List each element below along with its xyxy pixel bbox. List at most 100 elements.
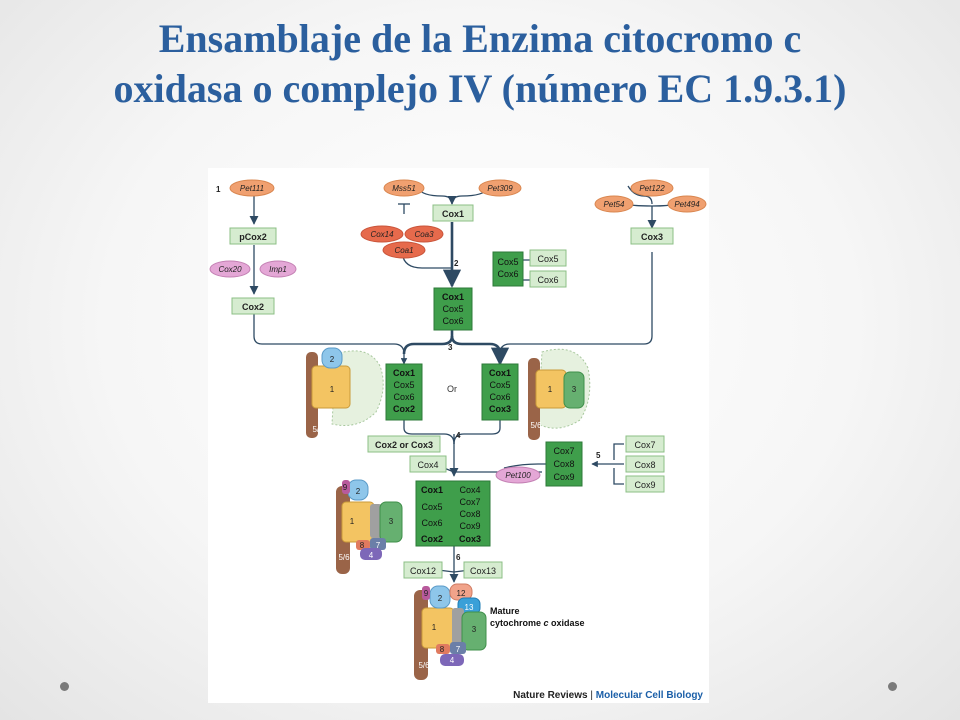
intermediate-cox3-illustration: 1 3 5/6 [528, 348, 591, 440]
int3-cox5: Cox5 [421, 502, 442, 512]
cox7-free-label: Cox7 [634, 440, 655, 450]
assembly-factors: Pet111 Mss51 Pet309 Pet122 Pet54 Pet494 … [209, 179, 707, 484]
int3-cox9: Cox9 [459, 521, 480, 531]
ill-c-u8: 8 [360, 541, 365, 550]
ill-d-u13: 13 [465, 603, 474, 612]
pet309-ellipse [478, 179, 522, 197]
int2a-cox2: Cox2 [393, 404, 415, 414]
cox3-intermediate-box [481, 363, 519, 421]
mature-c: c [544, 618, 549, 628]
mature-line-2: cytochrome c oxidase [490, 618, 585, 628]
ill-c-u9: 9 [343, 483, 348, 492]
mature-complex-illustration: 1 2 9 12 13 3 8 7 4 5/6 [414, 583, 487, 680]
cox13-box [463, 561, 503, 579]
coa3-label: Coa3 [414, 230, 434, 239]
mature-line-2a: cytochrome [490, 618, 544, 628]
int4-cox7: Cox7 [553, 446, 574, 456]
intermediate-boxes: Cox1 Cox5 Cox6 Cox5 Cox6 Cox1 Cox5 Cox6 … [385, 251, 583, 547]
pcox2-box [229, 227, 277, 245]
cox20-label: Cox20 [218, 265, 242, 274]
cox13-label: Cox13 [470, 566, 496, 576]
ill-d-u8: 8 [440, 645, 445, 654]
step-4: 4 [456, 431, 461, 440]
protein-illustrations: 1 2 5/6 1 3 5/6 1 2 9 3 8 [306, 347, 591, 680]
int3-cox8: Cox8 [459, 509, 480, 519]
ill-d-u2: 2 [438, 594, 443, 603]
cox6-free-label: Cox6 [537, 275, 558, 285]
mature-line-2b: oxidase [549, 618, 585, 628]
ill-d-u9: 9 [424, 589, 429, 598]
int2a-cox5: Cox5 [393, 380, 414, 390]
int3-cox3: Cox3 [459, 534, 481, 544]
int1-cox1: Cox1 [442, 292, 464, 302]
ill-c-u1: 1 [350, 517, 355, 526]
cox2-box [231, 297, 275, 315]
late-intermediate-illustration: 1 2 9 3 8 7 4 5/6 [336, 479, 403, 574]
ill-d-u3: 3 [472, 625, 477, 634]
pet111-ellipse [229, 179, 275, 197]
int2b-cox1: Cox1 [489, 368, 511, 378]
ill-a-u1: 1 [330, 385, 335, 394]
cox5-free-label: Cox5 [537, 254, 558, 264]
credit-separator: | [587, 690, 596, 701]
credit-journal: Nature Reviews [513, 690, 588, 701]
slide-title: Ensamblaje de la Enzima citocromo c oxid… [0, 14, 960, 114]
cox12-label: Cox12 [410, 566, 436, 576]
int3-cox4: Cox4 [459, 485, 480, 495]
int0-cox6: Cox6 [497, 269, 518, 279]
imp1-ellipse [259, 260, 297, 278]
cox8-free-box [625, 455, 665, 473]
assembly-diagram: 1 2 3 4 5 6 Pet111 Mss51 Pet309 Pet122 P… [208, 168, 709, 703]
int2a-cox1: Cox1 [393, 368, 415, 378]
pet54-ellipse [594, 195, 634, 213]
pet122-label: Pet122 [639, 184, 665, 193]
pet309-label: Pet309 [487, 184, 513, 193]
ill-b-u56: 5/6 [530, 421, 542, 430]
cox6-free-box [529, 270, 567, 288]
cox1-cox5-cox6-box [433, 287, 473, 331]
cox2-label: Cox2 [242, 302, 264, 312]
pet494-label: Pet494 [674, 200, 700, 209]
ill-a-u56: 5/6 [312, 425, 324, 434]
title-line-1: Ensamblaje de la Enzima citocromo c [158, 16, 802, 61]
int2b-cox5: Cox5 [489, 380, 510, 390]
int3-cox2: Cox2 [421, 534, 443, 544]
ill-d-u1: 1 [432, 623, 437, 632]
cox2-or-cox3-box [367, 435, 441, 453]
cox7-cox8-cox9-box [545, 441, 583, 487]
cox4-free-box [409, 455, 447, 473]
step-2: 2 [454, 259, 459, 268]
cox2-intermediate-box [385, 363, 423, 421]
step-6: 6 [456, 553, 461, 562]
int0-cox5: Cox5 [497, 257, 518, 267]
cox1-label: Cox1 [442, 209, 464, 219]
int2b-cox3: Cox3 [489, 404, 511, 414]
pet100-ellipse [495, 466, 541, 484]
int2a-cox6: Cox6 [393, 392, 414, 402]
cox20-ellipse [209, 260, 251, 278]
cox1-box [432, 204, 474, 222]
ill-d-u56: 5/6 [418, 661, 430, 670]
cox5-cox6-box [492, 251, 524, 287]
ill-c-u7: 7 [376, 541, 381, 550]
coa3-ellipse [404, 225, 444, 243]
mature-line-1: Mature [490, 606, 520, 616]
cox7-free-box [625, 435, 665, 453]
mss51-label: Mss51 [392, 184, 416, 193]
ill-d-u7: 7 [456, 645, 461, 654]
int2b-cox6: Cox6 [489, 392, 510, 402]
mature-label: Mature cytochrome c oxidase [490, 606, 585, 628]
cox9-free-label: Cox9 [634, 480, 655, 490]
cox3-box [630, 227, 674, 245]
or-label: Or [447, 384, 457, 394]
subunit-boxes: pCox2 Cox2 Cox1 Cox3 Cox5 Cox6 Cox2 or C… [229, 204, 674, 579]
coa1-ellipse [382, 241, 426, 259]
step-3: 3 [448, 343, 453, 352]
pet494-ellipse [667, 195, 707, 213]
mss51-ellipse [383, 179, 425, 197]
int4-cox8: Cox8 [553, 459, 574, 469]
step-numbers: 1 2 3 4 5 6 [216, 185, 601, 562]
ill-c-u2: 2 [356, 487, 361, 496]
cox12-box [403, 561, 443, 579]
step-5: 5 [596, 451, 601, 460]
